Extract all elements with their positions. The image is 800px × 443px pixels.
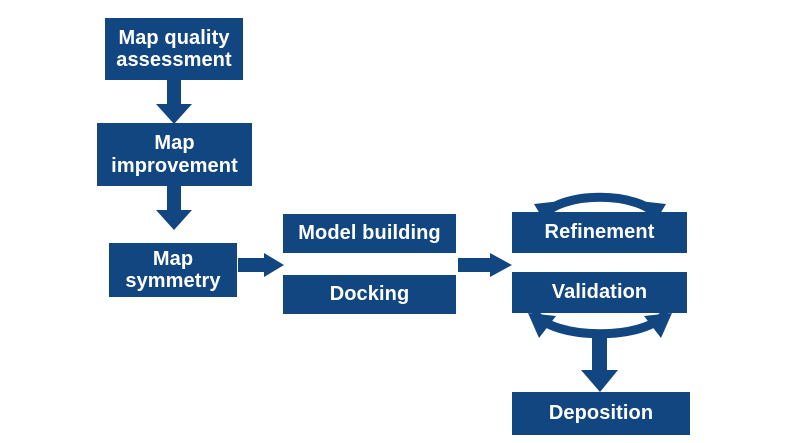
node-deposition[interactable]: Deposition: [512, 392, 690, 435]
node-map-symmetry[interactable]: Map symmetry: [109, 243, 237, 297]
node-docking[interactable]: Docking: [283, 275, 456, 314]
connector-cycle-to-deposition: [581, 330, 618, 392]
node-label: Validation: [551, 281, 648, 304]
node-label: Refinement: [544, 221, 655, 244]
node-validation[interactable]: Validation: [512, 272, 687, 313]
node-label: Model building: [298, 222, 441, 245]
node-map-quality-assessment[interactable]: Map quality assessment: [105, 18, 243, 80]
node-label: Map symmetry: [125, 247, 221, 292]
node-model-building[interactable]: Model building: [283, 214, 456, 253]
connector-building-to-refinement: [458, 253, 512, 277]
node-refinement[interactable]: Refinement: [512, 212, 687, 253]
connector-quality-to-improvement: [156, 80, 192, 124]
node-label: Docking: [329, 283, 410, 306]
node-label: Deposition: [548, 402, 654, 425]
node-map-improvement[interactable]: Map improvement: [97, 123, 252, 186]
connector-improvement-to-symmetry: [156, 186, 192, 230]
connector-symmetry-to-building: [238, 253, 284, 277]
node-label: Map quality assessment: [116, 26, 232, 71]
node-label: Map improvement: [111, 132, 238, 177]
